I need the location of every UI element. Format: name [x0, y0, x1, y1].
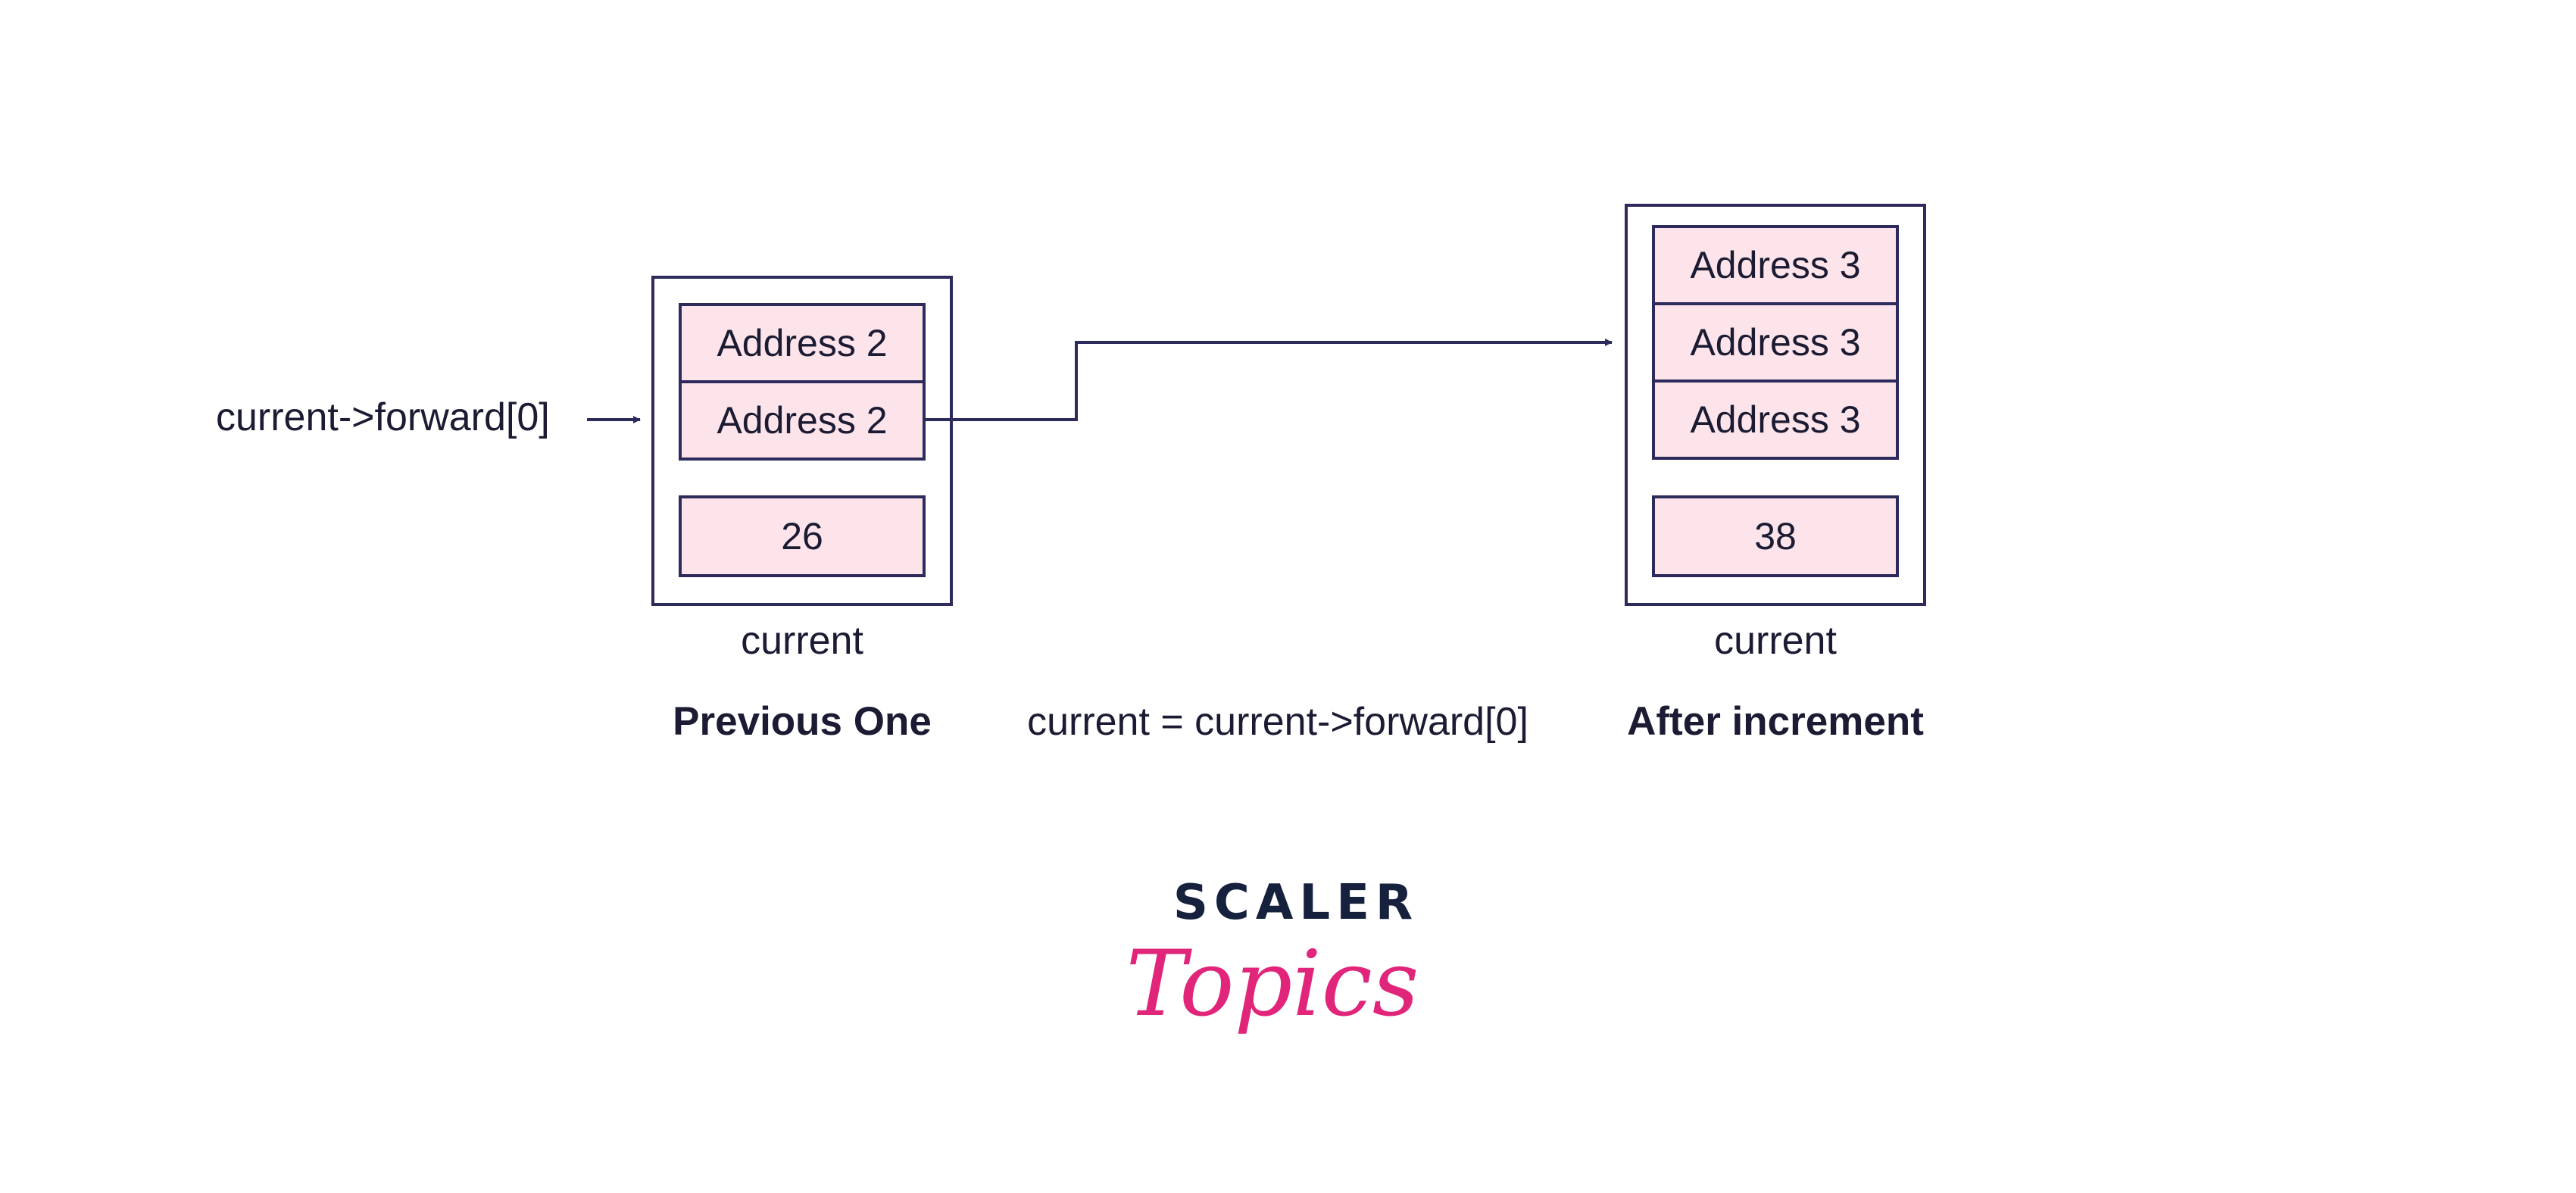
- right-node-value: 38: [1754, 515, 1797, 557]
- left-node-cell-1: [679, 303, 926, 383]
- left-node-cell-1-text: Address 2: [717, 322, 887, 364]
- scaler-topics-logo: SCALER Topics: [1126, 875, 1419, 1037]
- forward-connector: [924, 339, 1613, 421]
- right-node-cell-1-text: Address 3: [1690, 244, 1860, 286]
- right-node-value-cell: [1652, 495, 1899, 577]
- right-node-label: current: [1714, 619, 1837, 663]
- left-node: Address 2 Address 2 26: [651, 276, 953, 606]
- assignment-statement: current = current->forward[0]: [1027, 700, 1528, 744]
- right-node-caption: After increment: [1627, 699, 1924, 744]
- left-node-value: 26: [781, 515, 823, 557]
- right-node-frame: [1625, 204, 1926, 606]
- logo-wordmark-top: SCALER: [1173, 875, 1419, 931]
- pointer-label: current->forward[0]: [216, 395, 550, 439]
- left-node-label: current: [741, 619, 863, 663]
- left-node-value-cell: [679, 495, 926, 577]
- logo-wordmark-bottom: Topics: [1126, 932, 1419, 1037]
- right-node-cell-3-text: Address 3: [1690, 398, 1860, 441]
- left-node-cell-2-text: Address 2: [717, 399, 887, 442]
- right-node-cell-2: [1652, 302, 1899, 383]
- left-node-frame: [651, 276, 953, 606]
- right-node: Address 3 Address 3 Address 3 38: [1625, 204, 1926, 606]
- left-node-caption: Previous One: [673, 699, 932, 744]
- right-node-cell-2-text: Address 3: [1690, 321, 1860, 364]
- right-node-cell-3: [1652, 379, 1899, 460]
- right-node-cell-1: [1652, 225, 1899, 305]
